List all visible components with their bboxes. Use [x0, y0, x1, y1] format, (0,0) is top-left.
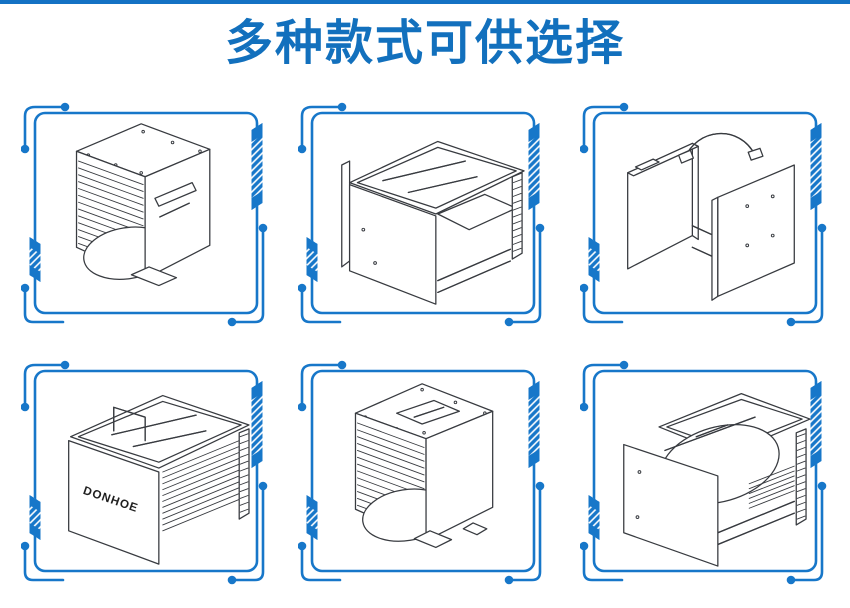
handle-mount: [154, 182, 197, 207]
top-accent-bar: [0, 0, 850, 4]
front-panel: [623, 443, 719, 567]
product-illustration-4-chassis-brand-panel: DONHOE: [68, 394, 250, 565]
product-illustration-3-plate-carrier-arc-handle: [627, 132, 795, 301]
comb-plate: [795, 428, 807, 526]
base-flange: [462, 522, 488, 536]
product-illustration-5-box-top-handle: [354, 383, 494, 549]
comb-plate: [511, 172, 523, 260]
front-panel: [68, 440, 160, 565]
product-card-1: [21, 101, 281, 343]
product-card-2: [298, 101, 558, 343]
base-flange: [413, 530, 453, 549]
front-panel: [348, 183, 437, 305]
side-slats: [162, 440, 240, 532]
product-illustration-6-disc-carrier-bar-handle: [623, 392, 811, 567]
base-flange: [130, 266, 178, 287]
product-card-5: [298, 359, 558, 601]
product-card-3: [580, 101, 840, 343]
product-card-6: [580, 359, 840, 601]
back-panel: [717, 164, 795, 297]
product-illustration-1-box-side-handle: [75, 123, 211, 287]
product-card-4: DONHOE: [21, 359, 281, 601]
side-slats: [748, 465, 795, 509]
product-illustration-2-open-chassis: [341, 140, 525, 305]
page-title: 多种款式可供选择: [224, 17, 625, 70]
